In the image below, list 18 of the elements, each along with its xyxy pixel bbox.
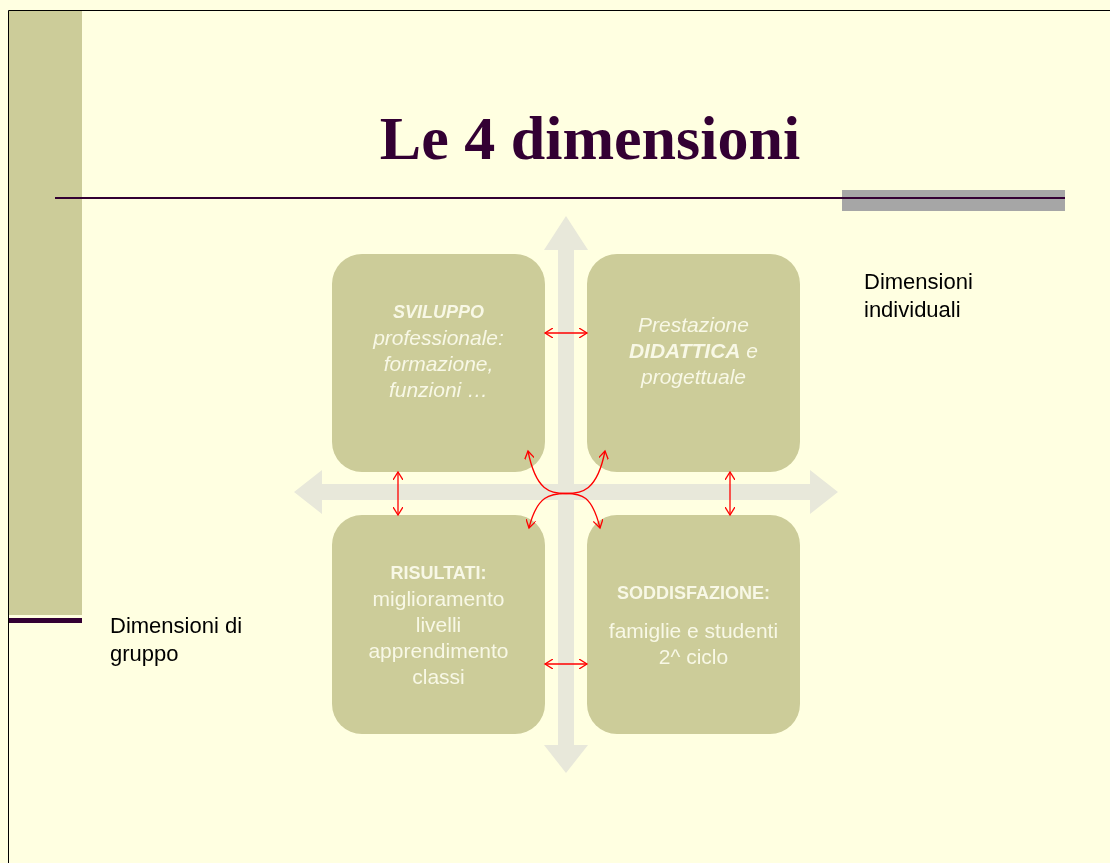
box-text: miglioramento livelli apprendimento classi [367, 585, 510, 690]
axis-label: Dimensioni individuali [864, 268, 974, 324]
axis-label: Dimensioni di gruppo [110, 612, 244, 668]
box-heading: RISULTATI: [390, 561, 487, 585]
title: Le 4 dimensioni [378, 103, 802, 174]
rounded-box [587, 254, 800, 472]
rounded-box [332, 515, 545, 734]
double-arrow [544, 327, 588, 339]
box-text: Prestazione DIDATTICA e progettuale [627, 312, 760, 390]
double-arrow [724, 471, 736, 516]
double-arrow [544, 658, 588, 670]
box-text: famiglie e studenti 2^ ciclo [607, 617, 780, 670]
box-heading: SODDISFAZIONE: [617, 581, 770, 605]
box-heading: SVILUPPO [393, 301, 484, 324]
box-text: professionale: formazione, funzioni … [371, 325, 505, 403]
rounded-box [587, 515, 800, 734]
rounded-box [332, 254, 545, 472]
double-arrow [392, 471, 404, 516]
